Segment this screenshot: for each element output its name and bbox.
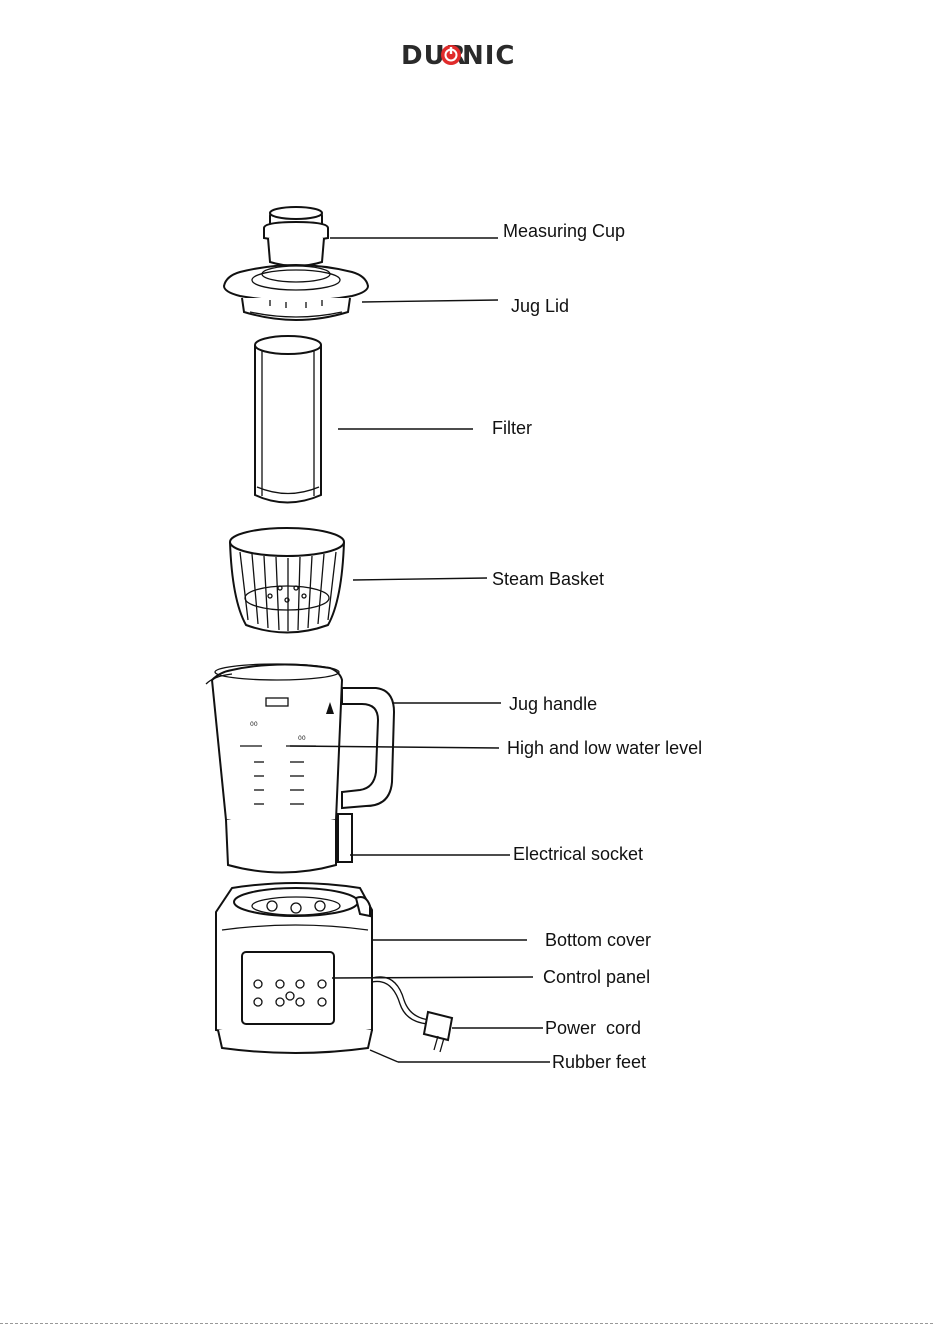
leader-rubber-feet xyxy=(370,1050,398,1062)
measuring-cup-drawing xyxy=(264,207,328,266)
control-panel-buttons xyxy=(242,952,334,1024)
label-control-panel: Control panel xyxy=(543,967,650,987)
label-jug-handle: Jug handle xyxy=(509,694,597,714)
filter-drawing xyxy=(255,336,321,503)
svg-text:00: 00 xyxy=(250,721,258,728)
power-cord-drawing xyxy=(372,977,452,1052)
brand-text-right: NIC xyxy=(462,41,516,71)
svg-text:00: 00 xyxy=(298,735,306,742)
leader-control-panel xyxy=(332,977,533,978)
jug-lid-drawing xyxy=(224,265,368,320)
label-rubber-feet: Rubber feet xyxy=(552,1052,646,1072)
label-filter: Filter xyxy=(492,418,532,438)
brand-logo: DUR NIC xyxy=(401,41,516,71)
jug-drawing: 00 00 xyxy=(206,664,394,873)
steam-basket-drawing xyxy=(230,528,344,633)
label-electrical-socket: Electrical socket xyxy=(513,844,643,864)
label-steam-basket: Steam Basket xyxy=(492,569,604,589)
label-measuring-cup: Measuring Cup xyxy=(503,221,625,241)
label-water-level: High and low water level xyxy=(507,738,702,758)
base-unit-drawing xyxy=(216,883,452,1053)
label-power-cord: Power cord xyxy=(545,1018,641,1038)
leader-jug-lid xyxy=(362,300,498,302)
label-jug-lid: Jug Lid xyxy=(511,296,569,316)
leader-steam-basket xyxy=(353,578,487,580)
label-bottom-cover: Bottom cover xyxy=(545,930,651,950)
power-icon xyxy=(441,45,461,65)
